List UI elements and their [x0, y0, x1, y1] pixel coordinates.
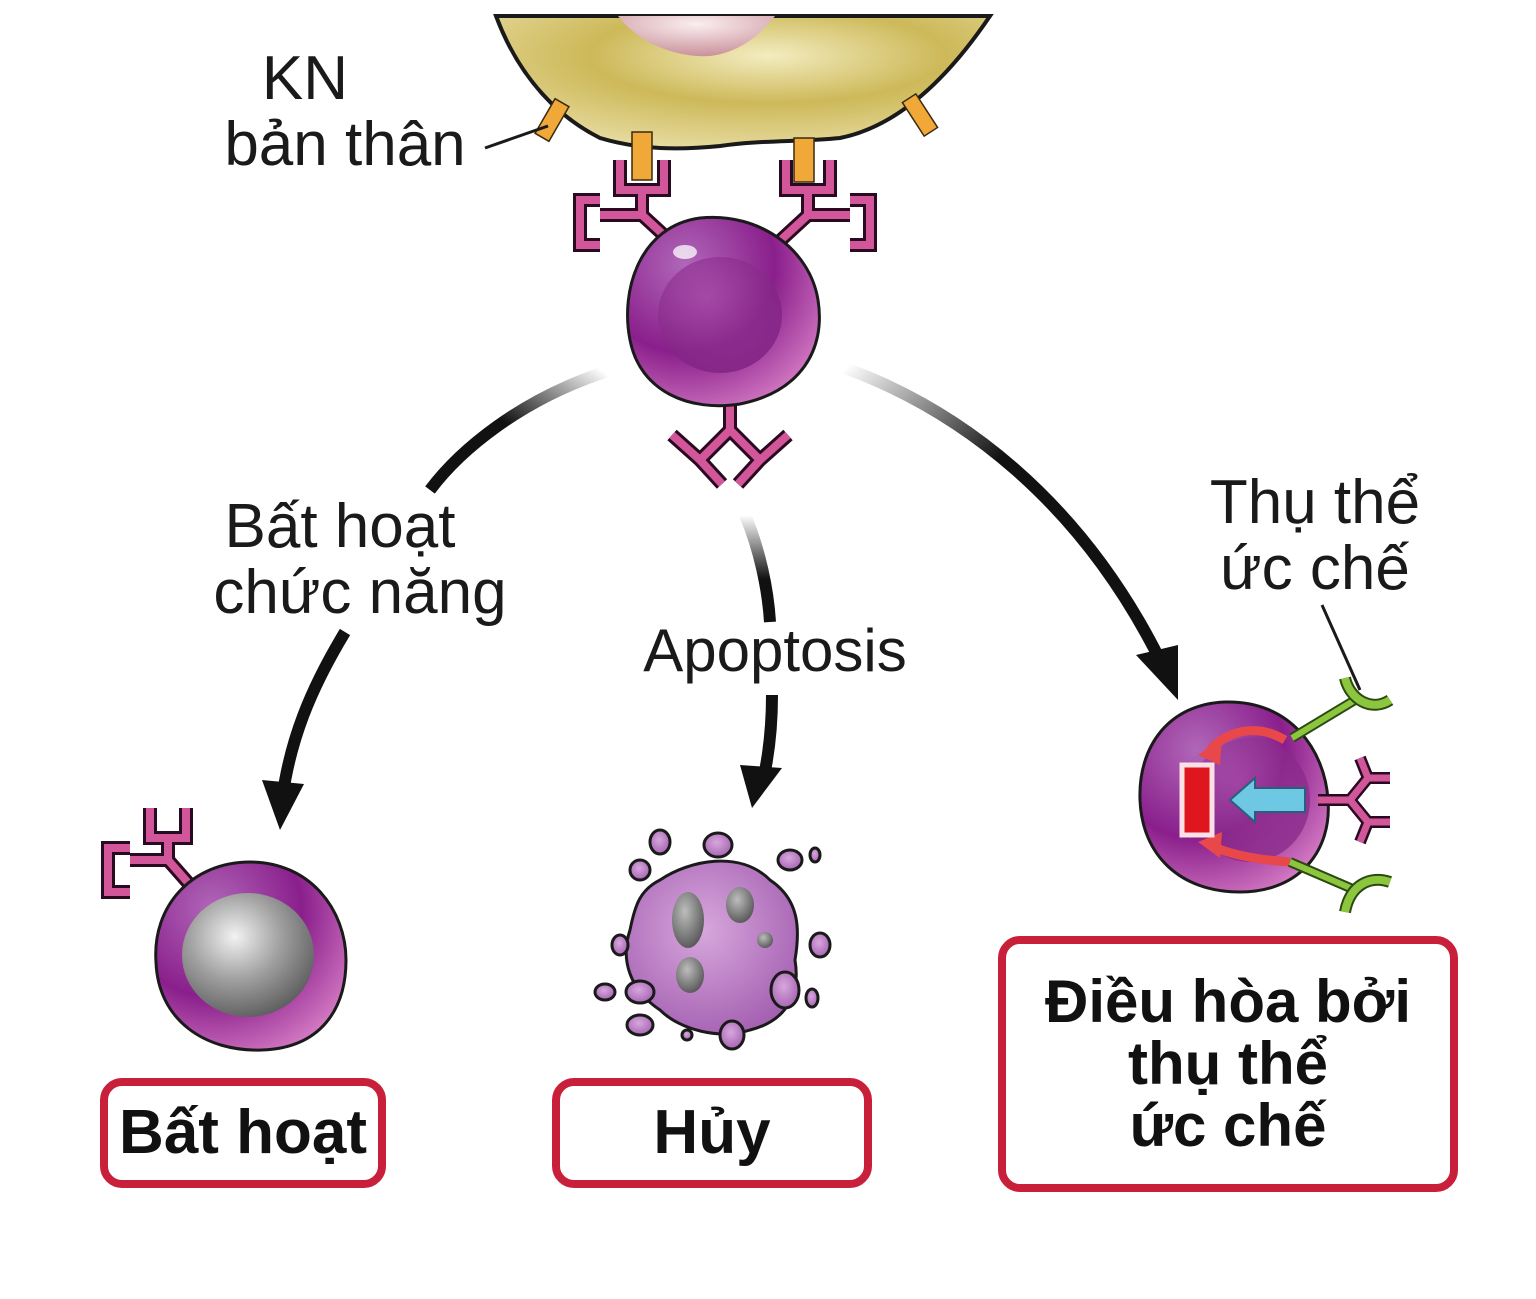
- label-self-antigen-line1: KN: [261, 44, 349, 113]
- antigen-bound-left: [631, 131, 653, 181]
- apc-nucleus: [618, 16, 775, 57]
- outcome-regulation-line2: thụ thể: [1128, 1030, 1328, 1097]
- label-inhibitory-receptor-line2: ức chế: [1220, 534, 1410, 603]
- outcome-regulation-line3: ức chế: [1129, 1092, 1327, 1159]
- outcome-regulation-box: Điều hòa bởi thụ thể ức chế: [998, 936, 1458, 1192]
- lymphocyte-nucleus: [658, 257, 782, 373]
- inhibition-block: [1179, 762, 1215, 838]
- apoptotic-cell: [593, 828, 832, 1051]
- label-inhibitory-receptor: Thụ thể ức chế: [1190, 470, 1440, 602]
- antigen-pointer-line: [484, 124, 549, 150]
- outcome-anergy-label: Bất hoạt: [119, 1098, 367, 1167]
- signal-arrow: [1228, 775, 1306, 825]
- self-antigens: [534, 92, 939, 183]
- regulated-lymphocyte: [1138, 700, 1330, 894]
- outcome-regulation-line1: Điều hòa bởi: [1044, 968, 1411, 1035]
- outcome-deletion-label: Hủy: [653, 1098, 771, 1167]
- outcome-anergy-box: Bất hoạt: [100, 1078, 386, 1188]
- central-lymphocyte: [626, 215, 821, 408]
- antigen-right: [901, 92, 939, 138]
- inhibitory-receptor-pointer: [1320, 604, 1362, 691]
- label-self-antigen: KN bản thân: [200, 46, 490, 178]
- label-self-antigen-line2: bản thân: [224, 110, 466, 179]
- antigen-bound-right: [793, 137, 815, 183]
- label-anergy-pathway-line2: chức năng: [213, 558, 507, 627]
- label-anergy-pathway-line1: Bất hoạt: [224, 492, 456, 561]
- arrow-to-deletion: [739, 512, 782, 808]
- inactive-nucleus: [182, 893, 314, 1017]
- inhibitory-receptors: [1288, 676, 1394, 914]
- anergic-lymphocyte: [101, 808, 348, 1052]
- antigen-presenting-cell: [493, 14, 994, 151]
- label-apoptosis: Apoptosis: [643, 617, 907, 684]
- antigen-left: [534, 97, 570, 143]
- label-inhibitory-receptor-line1: Thụ thể: [1209, 468, 1421, 537]
- bcr-receptors-top-fill: [576, 160, 874, 487]
- outcome-deletion-box: Hủy: [552, 1078, 872, 1188]
- label-anergy-pathway: Bất hoạt chức năng: [190, 494, 530, 626]
- arrow-to-regulation: [842, 362, 1178, 700]
- arrow-to-anergy: [262, 366, 607, 830]
